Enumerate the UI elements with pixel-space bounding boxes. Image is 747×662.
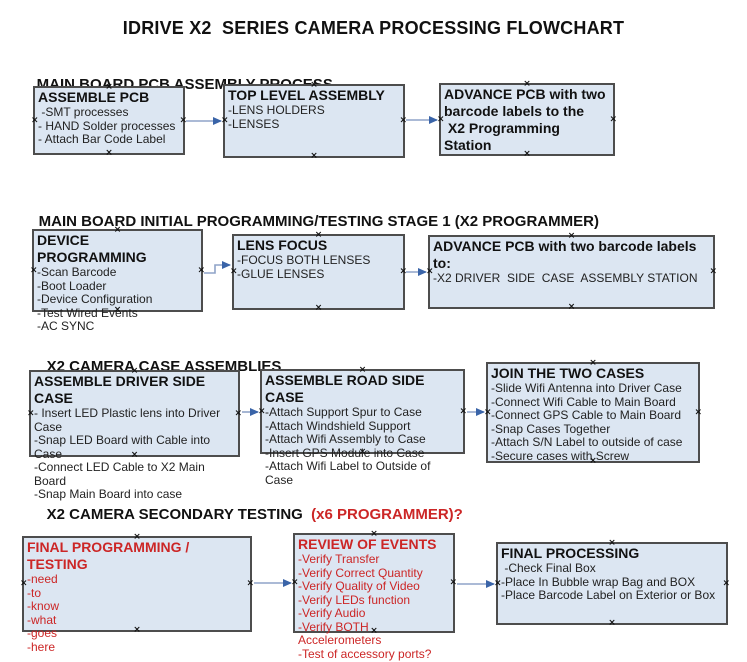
box-item: -Snap LED Board with Cable into Case	[34, 433, 214, 461]
section-heading-text: X2 CAMERA SECONDARY TESTING	[46, 506, 312, 523]
box-item: -Place In Bubble wrap Bag and BOX	[501, 574, 696, 589]
box-item: -Attach Windshield Support	[265, 418, 411, 433]
box-title: TOP LEVEL ASSEMBLY	[228, 87, 385, 103]
box-item: -here	[27, 639, 56, 654]
box-item: -what	[27, 612, 57, 627]
section-heading-initial-programming: MAIN BOARD INITIAL PROGRAMMING/TESTING S…	[22, 196, 599, 247]
box-item: -Attach S/N Label to outside of case	[491, 435, 683, 449]
box-item: - Attach Bar Code Label	[38, 132, 166, 146]
section-heading-secondary-testing: X2 CAMERA SECONDARY TESTING (x6 PROGRAMM…	[30, 489, 463, 540]
box-item: -LENS HOLDERS	[228, 103, 325, 117]
flow-box-review-of-events[interactable]: REVIEW OF EVENTS -Verify Transfer -Verif…	[291, 530, 457, 661]
box-title: ASSEMBLE DRIVER SIDE CASE	[34, 373, 210, 406]
box-item: -Secure cases with Screw	[491, 448, 630, 463]
flow-box-top-level-assembly[interactable]: TOP LEVEL ASSEMBLY -LENS HOLDERS -LENSES…	[221, 81, 407, 161]
box-item: -Check Final Box	[501, 561, 596, 575]
section-heading-text: MAIN BOARD INITIAL PROGRAMMING/TESTING S…	[38, 213, 599, 230]
flow-box-advance-pcb-case-assembly[interactable]: ADVANCE PCB with two barcode labels to: …	[426, 232, 717, 312]
box-item: -need	[27, 572, 58, 586]
flow-box-final-processing[interactable]: FINAL PROCESSING -Check Final Box -Place…	[494, 539, 730, 628]
box-title: ASSEMBLE ROAD SIDE CASE	[265, 372, 429, 405]
box-item: -Scan Barcode	[37, 265, 117, 279]
box-item: - HAND Solder processes	[38, 118, 176, 133]
flow-box-final-programming-testing[interactable]: FINAL PROGRAMMING / TESTING -need -to -k…	[20, 533, 254, 654]
connector-arrow	[204, 261, 231, 274]
box-item: -LENSES	[228, 116, 280, 131]
box-item: -Boot Loader	[37, 278, 107, 293]
box-item: -Verify Correct Quantity	[298, 565, 423, 580]
box-item: -Connect Wifi Cable to Main Board	[491, 394, 676, 409]
box-title: FINAL PROGRAMMING / TESTING	[27, 539, 194, 572]
box-item: -Place Barcode Label on Exterior or Box	[501, 588, 716, 602]
box-item: -Attach Wifi Assembly to Case	[265, 432, 426, 446]
box-item: -Verify Transfer	[298, 552, 380, 566]
box-title: FINAL PROCESSING	[501, 545, 640, 561]
box-item: -Test of accessory ports?	[298, 646, 432, 661]
box-item: -Test Wired Events	[37, 305, 138, 320]
box-item: -Verify Quality of Video	[298, 579, 420, 593]
flow-box-advance-pcb-programming-station[interactable]: ADVANCE PCB with two barcode labels to t…	[437, 80, 617, 159]
section-heading-red-text: (x6 PROGRAMMER)?	[311, 506, 463, 523]
box-item: -FOCUS BOTH LENSES	[237, 253, 371, 267]
page-title: IDRIVE X2 SERIES CAMERA PROCESSING FLOWC…	[122, 18, 625, 38]
box-item: -AC SYNC	[37, 319, 95, 333]
box-item: -GLUE LENSES	[237, 266, 325, 281]
flow-box-lens-focus[interactable]: LENS FOCUS -FOCUS BOTH LENSES -GLUE LENS…	[230, 231, 407, 313]
box-title: REVIEW OF EVENTS	[298, 536, 437, 552]
flow-box-assemble-pcb[interactable]: ASSEMBLE PCB -SMT processes - HAND Solde…	[31, 83, 187, 158]
box-item: -X2 DRIVER SIDE CASE ASSEMBLY STATION	[433, 271, 698, 285]
flow-box-assemble-driver-side-case[interactable]: ASSEMBLE DRIVER SIDE CASE - Insert LED P…	[27, 367, 242, 501]
box-item: -Attach Support Spur to Case	[265, 405, 422, 419]
box-item: -SMT processes	[38, 105, 129, 119]
box-title: ADVANCE PCB with two barcode labels to t…	[444, 86, 606, 153]
box-title: ASSEMBLE PCB	[38, 89, 150, 105]
box-item: -Insert GPS Module into Case	[265, 445, 425, 460]
box-item: -goes	[27, 626, 58, 640]
box-title: LENS FOCUS	[237, 237, 328, 253]
box-title: JOIN THE TWO CASES	[491, 365, 645, 381]
box-item: -Device Configuration	[37, 292, 153, 306]
box-title: DEVICE PROGRAMMING	[37, 232, 147, 265]
box-item: -Verify BOTH Accelerometers	[298, 619, 382, 647]
box-item: -know	[27, 599, 60, 613]
box-item: -Verify Audio	[298, 606, 366, 620]
box-item: -to	[27, 585, 42, 600]
box-item: -Verify LEDs function	[298, 592, 411, 607]
flow-box-assemble-road-side-case[interactable]: ASSEMBLE ROAD SIDE CASE -Attach Support …	[258, 366, 467, 487]
box-item: -Attach Wifi Label to Outside of Case	[265, 459, 434, 487]
box-item: - Insert LED Plastic lens into Driver Ca…	[34, 406, 224, 434]
flow-box-device-programming[interactable]: DEVICE PROGRAMMING -Scan Barcode -Boot L…	[30, 226, 205, 333]
box-item: -Snap Cases Together	[491, 421, 611, 436]
box-item: -Snap Main Board into case	[34, 487, 183, 501]
box-item: -Connect GPS Cable to Main Board	[491, 408, 682, 422]
box-item: -Connect LED Cable to X2 Main Board	[34, 460, 209, 488]
box-title: ADVANCE PCB with two barcode labels to:	[433, 238, 701, 271]
box-item: -Slide Wifi Antenna into Driver Case	[491, 381, 682, 395]
flow-box-join-the-two-cases[interactable]: JOIN THE TWO CASES -Slide Wifi Antenna i…	[484, 359, 702, 466]
